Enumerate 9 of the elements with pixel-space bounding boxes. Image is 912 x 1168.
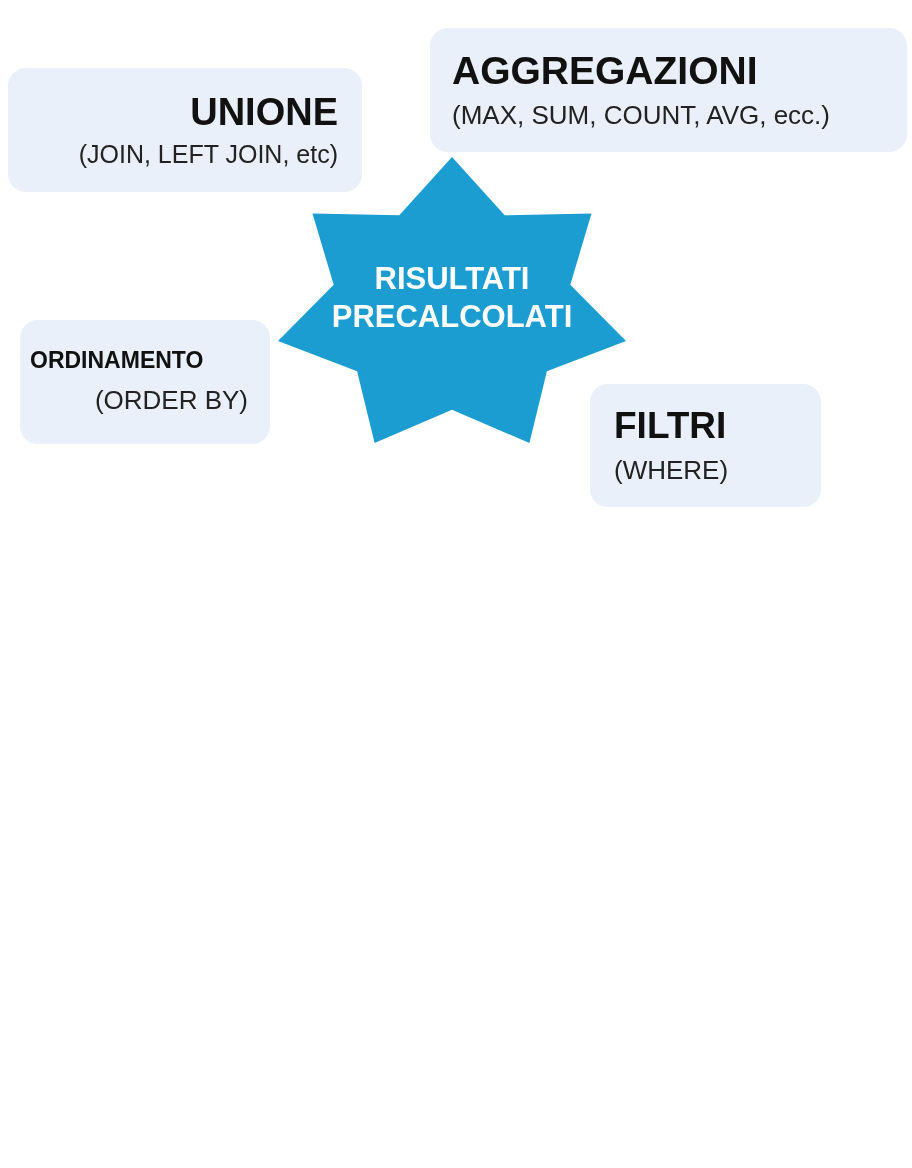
card-heading: AGGREGAZIONI	[452, 48, 759, 93]
card-subtitle: (WHERE)	[614, 454, 730, 486]
card-subtitle: (ORDER BY)	[93, 385, 248, 417]
card-heading: ORDINAMENTO	[30, 347, 205, 374]
card-subtitle: (JOIN, LEFT JOIN, etc)	[77, 139, 338, 170]
card-subtitle: (MAX, SUM, COUNT, AVG, ecc.)	[452, 100, 831, 132]
star-label: RISULTATI PRECALCOLATI	[330, 259, 574, 336]
card-heading: UNIONE	[189, 90, 338, 134]
card-heading: FILTRI	[614, 405, 728, 447]
